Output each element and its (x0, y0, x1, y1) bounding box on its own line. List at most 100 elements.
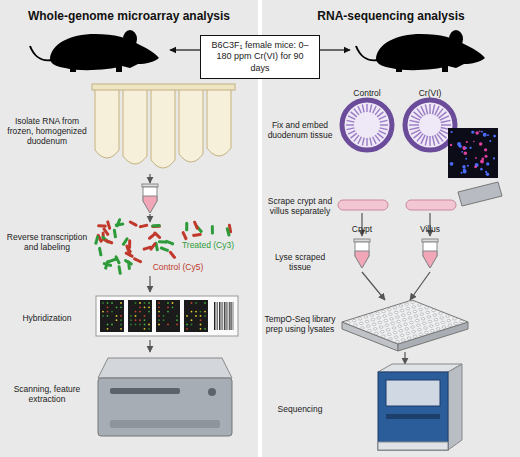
villus-line (362, 105, 364, 113)
microarray-slide (96, 296, 238, 336)
array-spot (135, 319, 137, 321)
fluorescent-spot (479, 142, 483, 146)
scanner (98, 358, 232, 436)
fluorescent-spot (485, 171, 487, 173)
well-plate (342, 300, 468, 351)
fluorescent-spot (475, 157, 477, 159)
dye-dot (121, 242, 125, 246)
plate-well (387, 333, 391, 335)
array-spot (176, 315, 178, 317)
plate-well (425, 307, 429, 309)
array-spot (158, 302, 160, 304)
plate-well (372, 323, 376, 325)
step-arrows (149, 276, 150, 292)
array-spot (107, 328, 109, 330)
array-spot (120, 319, 122, 321)
villus-line (354, 135, 359, 141)
villus-line (377, 133, 383, 138)
tube-crypt (355, 251, 369, 268)
step-label: Cr(VI) (403, 88, 457, 98)
array-spot (144, 302, 146, 304)
dye-dot (171, 242, 175, 246)
microarray-slide (96, 296, 238, 336)
fluorescent-spot (481, 131, 483, 133)
dye-dot (94, 241, 98, 245)
array-spot (130, 319, 132, 321)
step-label: Scanning, feature extraction (6, 384, 88, 404)
barcode-bar (219, 302, 220, 330)
dye-dot (138, 225, 142, 229)
panel-title: Whole-genome microarray analysis (0, 9, 258, 23)
dye-dot (99, 253, 103, 257)
array-spot (186, 324, 188, 326)
plate-well (401, 314, 405, 316)
fluorescent-spot (474, 165, 477, 168)
fluorescent-spot (462, 146, 466, 150)
sequencer (386, 380, 440, 406)
array-spot (139, 324, 141, 326)
array-spot (148, 306, 150, 308)
array-spot (176, 319, 178, 321)
array-spot (158, 306, 160, 308)
scanner (98, 378, 232, 436)
plate-well (436, 328, 440, 330)
array-spot (139, 311, 141, 313)
array-spot (139, 319, 141, 321)
plate-well (376, 312, 380, 314)
step-arrows (404, 352, 405, 364)
tube-villus (423, 251, 437, 268)
mouse-left (30, 46, 52, 60)
fluorescent-spot (485, 155, 488, 158)
plate-well (418, 329, 422, 331)
plate-well (358, 318, 362, 320)
plate-well (397, 320, 401, 322)
split-arrows (320, 49, 350, 50)
duodenum-villi (179, 88, 203, 162)
barcode-bar (220, 302, 222, 330)
mouse-left (123, 30, 137, 48)
array-spot (144, 315, 146, 317)
array-spot (120, 302, 122, 304)
array-spot (120, 315, 122, 317)
barcode-bar (217, 302, 219, 330)
mouse-left (30, 30, 159, 72)
dye-dot (155, 248, 159, 252)
fluorescent-spot (480, 168, 483, 171)
array-spot (111, 311, 113, 313)
array-spot (111, 324, 113, 326)
fluorescent-spot (479, 131, 481, 133)
dye-dot (211, 231, 214, 234)
array-spot (130, 315, 132, 317)
dye-dot (147, 236, 152, 241)
plate-well (371, 319, 375, 321)
fluorescent-spot (486, 173, 489, 176)
fluorescent-spot (461, 151, 463, 153)
microarray-slide (156, 300, 180, 332)
fluorescent-image (450, 131, 496, 177)
villus-line (351, 112, 357, 117)
mouse-right (356, 46, 378, 60)
mouse-left (50, 34, 159, 70)
fluorescent-spot (450, 162, 454, 166)
tissue-ring (342, 100, 392, 150)
plate-well (410, 321, 414, 323)
plate-well (394, 336, 398, 338)
array-spot (102, 302, 104, 304)
plate-well (379, 326, 383, 328)
plate-well (389, 338, 393, 340)
plate-well (399, 305, 403, 307)
villus-line (380, 128, 388, 130)
array-spot (135, 302, 137, 304)
microarray-slide (128, 300, 152, 332)
plate-well (392, 327, 396, 329)
plate-well (419, 308, 423, 310)
plate-well (384, 319, 388, 321)
step-arrows (149, 214, 150, 222)
array-spot (191, 319, 193, 321)
fluorescent-spot (451, 131, 453, 133)
fluorescent-spot (459, 145, 462, 148)
dye-dot (110, 241, 114, 245)
scraped-strips (458, 182, 502, 206)
plate-well (412, 306, 416, 308)
plate-well (398, 325, 402, 327)
